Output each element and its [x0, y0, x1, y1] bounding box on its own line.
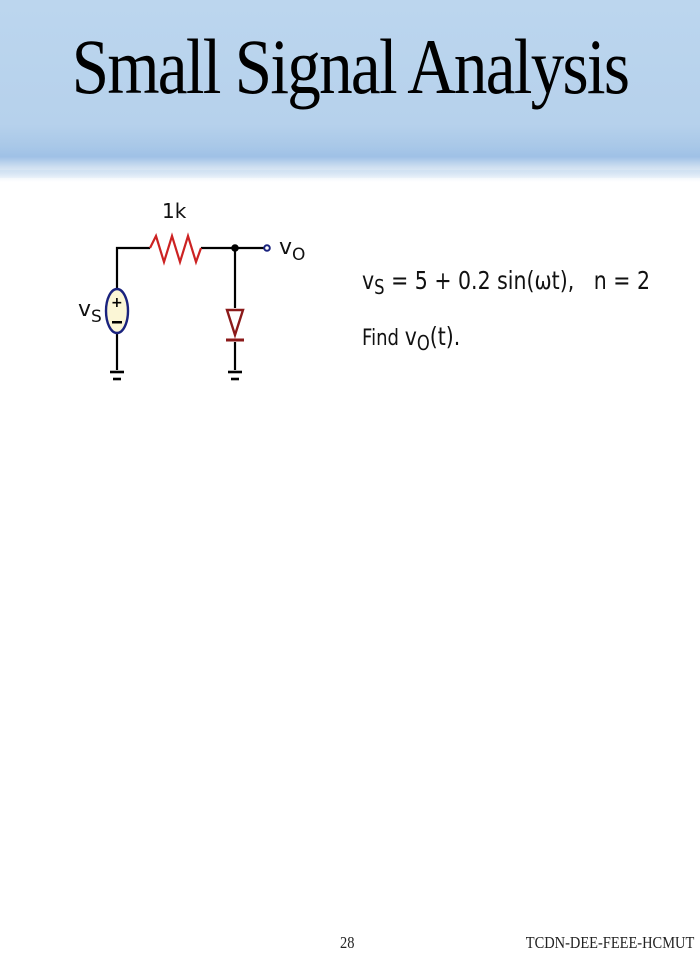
- output-label: vO: [279, 235, 305, 265]
- find-var-sub: O: [416, 331, 430, 355]
- circuit-diagram: 1k vO + vS: [78, 199, 305, 381]
- footer-organization: TCDN-DEE-FEEE-HCMUT: [525, 933, 694, 952]
- ground-icon: [228, 370, 242, 381]
- page-number: 28: [340, 933, 355, 952]
- diode-icon: [225, 308, 245, 342]
- resistor-icon: [149, 232, 203, 266]
- svg-text:+: +: [111, 295, 123, 311]
- ground-icon: [110, 370, 124, 381]
- find-prefix: Find: [362, 326, 405, 351]
- voltage-source-icon: +: [104, 287, 130, 335]
- output-terminal-icon[interactable]: [263, 244, 271, 252]
- find-prompt: Find vO(t).: [362, 322, 460, 355]
- eq-lhs: v: [362, 266, 375, 295]
- banner-edge: [0, 170, 700, 182]
- source-equation: vS = 5 + 0.2 sin(ωt), n = 2: [362, 266, 650, 299]
- junction-node-icon: [231, 244, 239, 252]
- resistor-label: 1k: [162, 199, 187, 223]
- title-banner: [0, 0, 700, 178]
- slide-title: Small Signal Analysis: [71, 23, 630, 110]
- eq-lhs-sub: S: [374, 275, 385, 299]
- find-var: v: [404, 322, 417, 351]
- eq-rhs: = 5 + 0.2 sin(ωt), n = 2: [384, 266, 651, 295]
- source-label: vS: [78, 297, 102, 327]
- find-suffix: (t).: [429, 322, 461, 351]
